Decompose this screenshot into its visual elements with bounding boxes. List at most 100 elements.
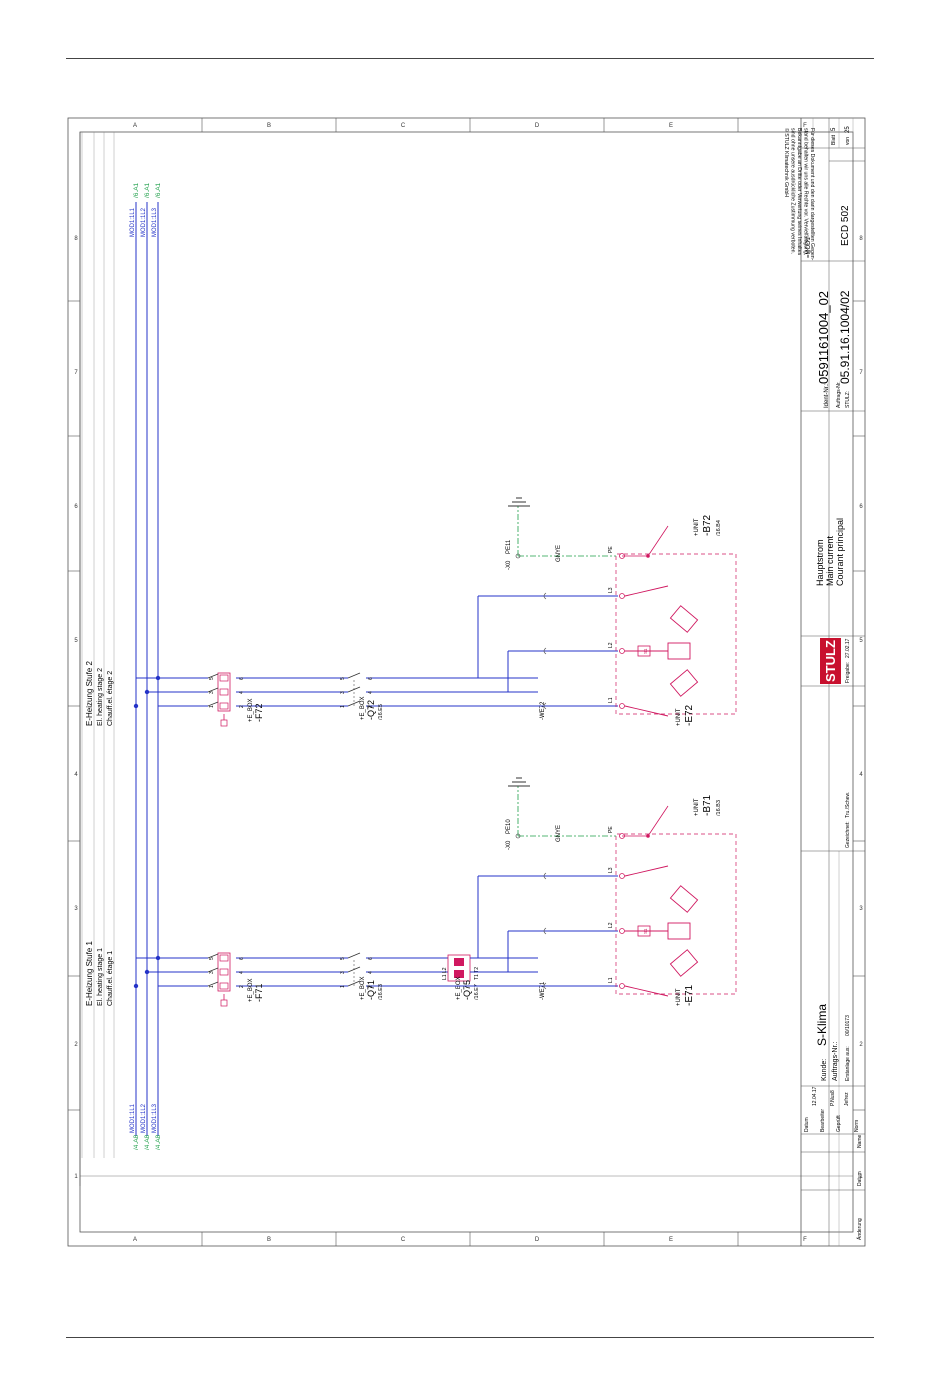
contactor-reference: /16.E3 (378, 984, 384, 1000)
heater-tag: -E72 (684, 704, 695, 726)
row-number-bottom-text: 8 (859, 236, 863, 242)
incoming-ref-1: /4.A8 (133, 1134, 140, 1150)
row-number-bottom-text: 5 (859, 638, 863, 644)
heater-terminal-label: L1 (608, 977, 614, 983)
fuse-terminal-bottom: 4 (239, 971, 245, 974)
column-letter-left: A (133, 1237, 137, 1243)
column-letter-left: C (401, 1237, 406, 1243)
column-letter-right: D (535, 123, 540, 129)
order-label: Auftrags-Nr.: (832, 1042, 839, 1081)
fuse-terminal-top: 3 (209, 971, 215, 974)
rev-header-change: Änderung (856, 1218, 863, 1240)
column-letter-right-text: E (669, 123, 673, 129)
row-number-bottom: 2 (859, 1042, 863, 1048)
pe-strip: -X0 (506, 840, 512, 850)
ssr-tag: -Q75 (462, 980, 472, 1000)
fuse-terminal-bottom: 2 (239, 705, 245, 708)
row-number-bottom: 5 (859, 638, 863, 644)
heater-coil (637, 645, 651, 657)
heater-terminal (619, 648, 625, 654)
stage-2-de: E-Heizung Stufe 2 (85, 661, 94, 726)
row-number-top-text: 6 (74, 504, 78, 510)
stage-2-fr: Chauff.el. étage 2 (107, 671, 114, 726)
thermostat-reference: /16.B4 (716, 520, 722, 536)
wire-color: GNYE (556, 545, 562, 562)
release-label: Freigabe: (845, 662, 851, 683)
fuse-switch-blade (207, 687, 219, 693)
contactor-location: +E_BOX (360, 976, 366, 1000)
row-number-top: 4 (74, 772, 78, 778)
thermostat-tag: -B71 (702, 794, 713, 816)
meta-value-date: 12.04.17 (812, 1086, 818, 1106)
meta-label-date: Datum (804, 1117, 810, 1132)
fuse-switch-blade (207, 953, 219, 959)
meta-label-norm: Norm (854, 1120, 860, 1132)
sheet-number: 5 (831, 127, 837, 131)
product-name: ECD 502 (840, 205, 851, 246)
fuse-terminal-bottom: 6 (239, 957, 245, 960)
contactor-tag: -Q72 (366, 700, 376, 720)
column-letter-left: E (669, 1237, 673, 1243)
heater-element (669, 605, 699, 633)
incoming-references: /4.A8 /4.A8 /4.A8 MOD1:1L1 MOD1:1L2 MOD1… (130, 1103, 162, 1150)
column-letter-left: B (267, 1237, 271, 1243)
brand-logo-icon: STULZ (820, 638, 841, 684)
contactor-terminal-bottom: 4 (368, 971, 374, 974)
contactor-terminal-top: 3 (340, 971, 346, 974)
order-number-label: Auftrags-Nr. (836, 381, 842, 408)
row-number-bottom: 1 (859, 1174, 863, 1180)
power-buses (135, 202, 159, 1136)
pe-terminal-name: PE10 (506, 819, 512, 834)
column-letter-right-text: B (267, 123, 271, 129)
fuse-terminal-top: 1 (209, 705, 215, 708)
column-letter-left-text: C (401, 1237, 406, 1243)
heater-location: +UNIT (676, 708, 682, 726)
ssr-location: +E_BOX (456, 976, 462, 1000)
row-number-bottom-text: 4 (859, 772, 863, 778)
row-number-top-text: 3 (74, 906, 78, 912)
title-french: Courant principal (835, 518, 845, 586)
row-number-bottom-text: 3 (859, 906, 863, 912)
ssr-element-1 (454, 970, 464, 978)
thermostat-2: +UNIT-B72/16.B4 (622, 514, 722, 558)
column-letter-right: C (401, 123, 406, 129)
row-number-top: 7 (74, 370, 78, 376)
fuse-handle-box (220, 999, 228, 1007)
thermostat-location: +UNIT (694, 798, 700, 816)
row-number-bottom-text: 6 (859, 504, 863, 510)
column-letter-right-text: F (803, 123, 807, 129)
row-number-bottom-text: 2 (859, 1042, 863, 1048)
row-number-top-text: 7 (74, 370, 78, 376)
stulz-number-value: 05.91.16.1004/02 (838, 290, 852, 384)
column-letter-left: F (803, 1237, 807, 1243)
stage-2-title: E-Heizung Stufe 2 El. heating stage 2 Ch… (85, 661, 114, 726)
outgoing-ref-1: /6.A1 (133, 182, 140, 198)
incoming-ref-2: /4.A8 (144, 1134, 151, 1150)
rev-header-name: Name (857, 1134, 863, 1148)
column-letter-right: E (669, 123, 673, 129)
header-rule (66, 58, 874, 59)
fuse-switch-blade (207, 701, 219, 707)
fuse-element (219, 702, 229, 710)
column-letter-left: D (535, 1237, 540, 1243)
outgoing-references: MOD1:1L1 MOD1:1L2 MOD1:1L3 /6.A1 /6.A1 /… (130, 182, 162, 237)
contactor-contact (347, 700, 361, 707)
thermostat-reference: /16.B3 (716, 800, 722, 816)
cable-tag: -WE71 (540, 981, 546, 1000)
row-number-bottom: 3 (859, 906, 863, 912)
outgoing-ref-2: /6.A1 (144, 182, 151, 198)
row-number-top-text: 2 (74, 1042, 78, 1048)
column-letter-right: F (803, 123, 807, 129)
wire-break-mark (543, 927, 547, 935)
contactor-terminal-bottom: 6 (368, 957, 374, 960)
heater-element (669, 885, 699, 913)
